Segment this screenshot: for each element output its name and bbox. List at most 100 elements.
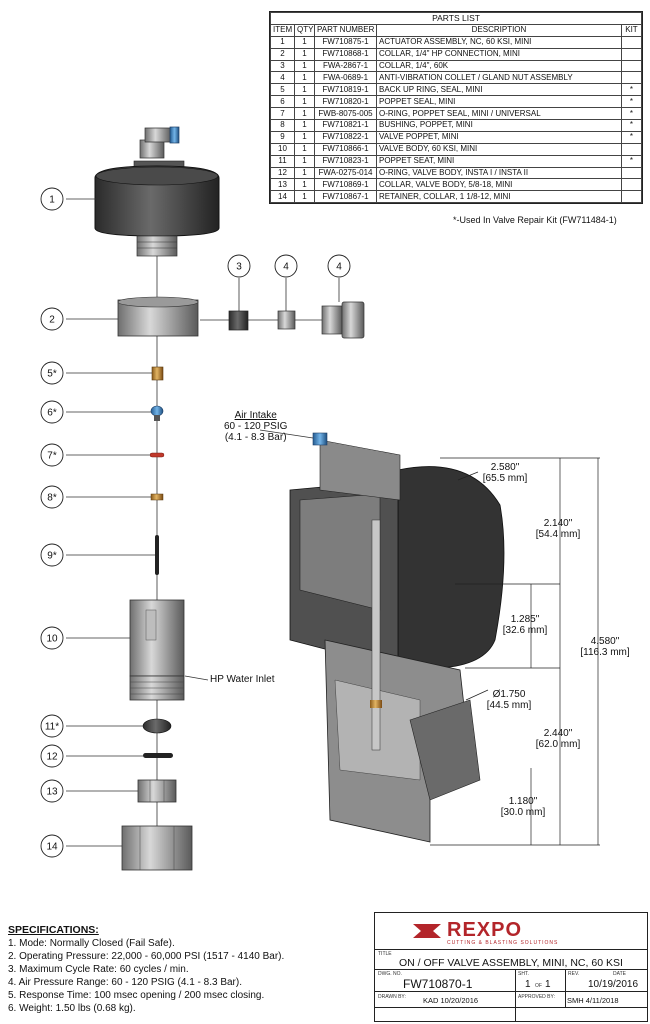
part-actuator: [94, 126, 220, 257]
sheet-total: 1: [545, 979, 551, 990]
parts-list-cell: ACTUATOR ASSEMBLY, NC, 60 KSI, MINI: [376, 35, 622, 49]
parts-list-cell: 1: [294, 35, 315, 49]
part-collar-hp: [117, 296, 199, 337]
dim-lower-mm: [62.0 mm]: [535, 739, 581, 750]
parts-list-cell: 5: [270, 83, 295, 97]
dim-total-in: 4.580": [590, 636, 620, 647]
company-name: REXPO: [447, 919, 523, 941]
parts-list-cell: 9: [270, 130, 295, 144]
dim-lower-in: 2.440": [543, 728, 573, 739]
parts-list-cell: [620, 47, 643, 61]
air-pressure-text: 60 - 120 PSIG: [224, 421, 288, 432]
parts-list-cell: [620, 166, 643, 180]
parts-list-cell: POPPET SEAL, MINI: [376, 95, 622, 109]
air-pressure-bar-text: (4.1 - 8.3 Bar): [224, 432, 287, 443]
parts-list-cell: 14: [270, 190, 295, 204]
parts-list-cell: 1: [294, 83, 315, 97]
parts-list-cell: FW710868-1: [314, 47, 377, 61]
dim-mid-in: 1.285": [510, 614, 540, 625]
parts-list-cell: 12: [270, 166, 295, 180]
dim-total: 4.580" [116.3 mm]: [570, 636, 640, 658]
part-valve-body: [129, 599, 185, 701]
item-balloon-label: 4: [336, 262, 342, 273]
parts-list-cell: 4: [270, 71, 295, 85]
part-poppet: [155, 535, 159, 575]
parts-list-cell: 1: [294, 130, 315, 144]
parts-list-cell: 13: [270, 178, 295, 192]
parts-list-cell: 1: [294, 47, 315, 61]
parts-list-cell: *: [620, 107, 643, 121]
part-backup-ring: [151, 366, 164, 381]
title-block: REXPO CUTTING & BLASTING SOLUTIONS TITLE…: [374, 912, 648, 1022]
parts-list-cell: BACK UP RING, SEAL, MINI: [376, 83, 622, 97]
parts-list-cell: 1: [294, 166, 315, 180]
item-balloon: 9*: [40, 543, 64, 567]
item-balloon: 4: [327, 254, 351, 278]
spec-line: 5. Response Time: 100 msec opening / 200…: [8, 990, 265, 1001]
parts-list-cell: FWA-2867-1: [314, 59, 377, 73]
parts-list-cell: 1: [294, 190, 315, 204]
parts-list-cell: 1: [294, 154, 315, 168]
item-balloon-label: 8*: [47, 493, 57, 504]
dim-mid: 1.285" [32.6 mm]: [490, 614, 560, 636]
dim-total-mm: [116.3 mm]: [580, 647, 630, 658]
dim-bottom: 1.180" [30.0 mm]: [488, 796, 558, 818]
parts-list-column-header: QTY: [294, 23, 315, 37]
parts-list-column-header: DESCRIPTION: [376, 23, 622, 37]
item-balloon: 7*: [40, 443, 64, 467]
spec-line: 6. Weight: 1.50 lbs (0.68 kg).: [8, 1003, 136, 1014]
parts-list-cell: FW710821-1: [314, 119, 377, 132]
dwg-number: FW710870-1: [403, 977, 473, 991]
parts-list-cell: *: [620, 95, 643, 109]
parts-list-cell: 6: [270, 95, 295, 109]
part-oring-body: [143, 753, 173, 758]
spec-line: 4. Air Pressure Range: 60 - 120 PSIG (4.…: [8, 977, 242, 988]
item-balloon: 4: [274, 254, 298, 278]
kit-note: *-Used In Valve Repair Kit (FW711484-1): [453, 215, 617, 225]
dim-bottom-mm: [30.0 mm]: [500, 807, 546, 818]
dim-width: 2.580" [65.5 mm]: [470, 462, 540, 484]
parts-list-column-header: ITEM: [270, 23, 295, 37]
parts-list-cell: 1: [294, 142, 315, 156]
part-gland-nut: [321, 301, 365, 339]
parts-list-cell: ANTI-VIBRATION COLLET / GLAND NUT ASSEMB…: [376, 71, 622, 85]
parts-list-cell: *: [620, 154, 643, 168]
parts-list-cell: VALVE BODY, 60 KSI, MINI: [376, 142, 622, 156]
dim-top: 2.140" [54.4 mm]: [523, 518, 593, 540]
item-balloon: 13: [40, 779, 64, 803]
drawn-by: KAD 10/20/2016: [423, 996, 479, 1005]
title-label: TITLE: [378, 951, 392, 957]
parts-list-cell: 11: [270, 154, 295, 168]
item-balloon-label: 13: [46, 787, 58, 798]
part-collar-body: [137, 779, 177, 803]
part-retainer: [121, 825, 193, 871]
parts-list-cell: 1: [294, 178, 315, 192]
section-view: [289, 432, 505, 843]
item-balloon-label: 14: [46, 842, 58, 853]
dim-width-mm: [65.5 mm]: [482, 473, 528, 484]
part-collet: [277, 310, 296, 330]
parts-list-cell: COLLAR, 1/4", 60K: [376, 59, 622, 73]
parts-list-cell: COLLAR, 1/4" HP CONNECTION, MINI: [376, 47, 622, 61]
part-poppet-seat: [142, 718, 172, 734]
parts-list-cell: O-RING, VALVE BODY, INSTA I / INSTA II: [376, 166, 622, 180]
parts-list-column-header: PART NUMBER: [314, 23, 377, 37]
specifications: SPECIFICATIONS: 1. Mode: Normally Closed…: [8, 924, 284, 1015]
parts-list-cell: 1: [294, 95, 315, 109]
spec-line: 2. Operating Pressure: 22,000 - 60,000 P…: [8, 951, 285, 962]
parts-list-cell: FW710866-1: [314, 142, 377, 156]
dim-bottom-in: 1.180": [508, 796, 538, 807]
sheet-of: OF: [535, 983, 542, 989]
part-oring-poppet: [149, 452, 165, 458]
parts-list-cell: FW710819-1: [314, 83, 377, 97]
parts-list-cell: FWA-0689-1: [314, 71, 377, 85]
parts-list-cell: 1: [294, 71, 315, 85]
rexpo-logo-icon: [413, 924, 441, 938]
